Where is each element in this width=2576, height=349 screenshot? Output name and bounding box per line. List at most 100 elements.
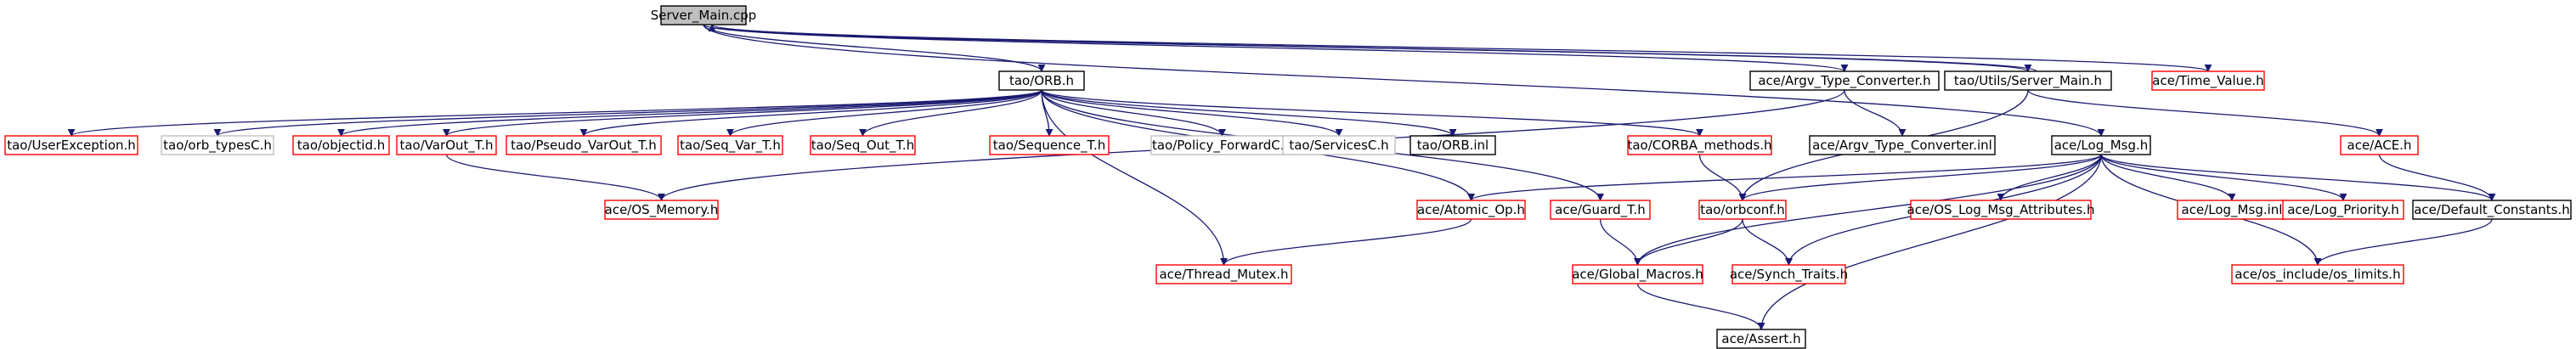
edge-line [703, 24, 1849, 72]
node-synch-traits-h[interactable]: ace/Synch_Traits.h [1730, 264, 1848, 284]
node-label: ace/Global_Macros.h [1572, 267, 1703, 283]
node-box [2282, 200, 2404, 220]
edge-line [1041, 89, 1226, 137]
node-policy-forwardc-h: tao/Policy_ForwardC.h [1150, 135, 1294, 155]
node-label: ace/OS_Memory.h [605, 202, 719, 218]
node-os-log-msg-attributes-h[interactable]: ace/OS_Log_Msg_Attributes.h [1907, 200, 2095, 220]
node-layer: Server_Main.cpp tao/ORB.h ace/Argv_Type_Co… [4, 5, 2572, 349]
node-log-msg-inl[interactable]: ace/Log_Msg.inl [2177, 200, 2287, 220]
node-box [1416, 200, 1526, 220]
node-corba-methods-h[interactable]: tao/CORBA_methods.h [1627, 135, 1772, 155]
edge-line [1738, 154, 2102, 201]
edge-line [1041, 89, 1703, 137]
node-argv-type-converter-inl[interactable]: ace/Argv_Type_Converter.inl [1809, 135, 1996, 155]
node-label: ace/Thread_Mutex.h [1159, 267, 1288, 283]
node-sequence-t-h[interactable]: tao/Sequence_T.h [989, 135, 1110, 155]
node-label: ace/Default_Constants.h [2414, 202, 2570, 218]
edge-line [1041, 89, 1457, 137]
edge-log_msg_h-to-assert_h [1757, 154, 2102, 330]
edge-tao_orb_h-to-objectid_h [337, 89, 1042, 137]
edge-line [443, 89, 1042, 137]
edge-guard_t_h-to-global_macros_h [1599, 218, 1641, 266]
node-os-memory-h[interactable]: ace/OS_Memory.h [604, 200, 719, 220]
node-box [2231, 264, 2404, 284]
node-box [660, 5, 747, 25]
node-servicesc-h: tao/ServicesC.h [1282, 135, 1396, 155]
node-label: tao/ServicesC.h [1289, 138, 1388, 153]
node-label: tao/UserException.h [7, 138, 136, 153]
node-label: tao/Pseudo_VarOut_T.h [511, 138, 657, 154]
node-default-constants-h[interactable]: ace/Default_Constants.h [2412, 200, 2572, 220]
node-log-msg-h[interactable]: ace/Log_Msg.h [2051, 135, 2151, 155]
node-box [161, 135, 274, 155]
node-ace-h[interactable]: ace/ACE.h [2340, 135, 2419, 155]
edge-utils_server_main_h-to-server_main_cpp [709, 24, 2037, 72]
node-log-priority-h[interactable]: ace/Log_Priority.h [2282, 200, 2404, 220]
node-label: ace/Time_Value.h [2152, 73, 2263, 89]
node-orb-inl[interactable]: tao/ORB.inl [1409, 135, 1496, 155]
node-argv-type-converter-h[interactable]: ace/Argv_Type_Converter.h [1749, 70, 1940, 91]
node-label: tao/ORB.h [1009, 73, 1074, 88]
edge-line [1041, 89, 1343, 137]
edge-line [1636, 283, 1765, 330]
node-varout-t-h[interactable]: tao/VarOut_T.h [396, 135, 497, 155]
node-os-limits-h[interactable]: ace/os_include/os_limits.h [2231, 264, 2404, 284]
edge-line [859, 89, 1042, 137]
node-time-value-h[interactable]: ace/Time_Value.h [2151, 70, 2265, 91]
edge-server_main_cpp-to-tao_orb_h [703, 24, 1046, 72]
edge-line [2100, 154, 2347, 201]
node-box [1749, 70, 1940, 91]
node-user-exception-h[interactable]: tao/UserException.h [4, 135, 138, 155]
edge-line [1698, 154, 1747, 201]
node-box [292, 135, 390, 155]
node-atomic-op-h[interactable]: ace/Atomic_Op.h [1416, 200, 1526, 220]
node-label: ace/Log_Msg.inl [2182, 202, 2283, 218]
node-label: tao/Sequence_T.h [993, 138, 1105, 154]
node-box [1627, 135, 1772, 155]
edge-line [579, 89, 1042, 137]
edge-line [213, 89, 1042, 137]
node-assert-h[interactable]: ace/Assert.h [1716, 329, 1806, 349]
node-pseudo-varout-t-h[interactable]: tao/Pseudo_VarOut_T.h [506, 135, 662, 155]
node-box [1910, 200, 2092, 220]
edge-ace_h-to-default_constants_h [2378, 154, 2496, 201]
edge-line [1742, 218, 1793, 266]
edge-tao_orb_h-to-servicesc_h [1041, 89, 1343, 137]
edge-log_msg_h-to-log_priority_h [2100, 154, 2347, 201]
edge-line [709, 24, 2037, 72]
edge-corba_methods_h-to-orbconf_h [1698, 154, 1747, 201]
node-tao-orb-h[interactable]: tao/ORB.h [998, 70, 1085, 91]
node-seq-var-t-h[interactable]: tao/Seq_Var_T.h [677, 135, 783, 155]
edge-tao_orb_h-to-corba_methods_h [1041, 89, 1703, 137]
node-label: tao/Policy_ForwardC.h [1152, 138, 1292, 154]
edge-log_msg_h-to-global_macros_h [1634, 154, 2102, 266]
node-objectid-h[interactable]: tao/objectid.h [292, 135, 390, 155]
node-label: tao/ORB.inl [1417, 138, 1489, 153]
node-thread-mutex-h[interactable]: ace/Thread_Mutex.h [1155, 264, 1292, 284]
node-utils-server-main-h[interactable]: tao/Utils/Server_Main.h [1944, 70, 2112, 91]
node-box [1944, 70, 2112, 91]
edge-line [1634, 154, 2102, 266]
edge-log_msg_h-to-os_log_msg_attributes_h [1997, 154, 2102, 201]
node-seq-out-t-h[interactable]: tao/Seq_Out_T.h [810, 135, 916, 155]
edge-line [2313, 218, 2493, 266]
node-label: ace/ACE.h [2347, 138, 2412, 153]
node-server-main-cpp[interactable]: Server_Main.cpp [651, 5, 757, 25]
edge-server_main_cpp-to-log_msg_h [703, 24, 2105, 137]
edge-line [703, 24, 2105, 137]
node-label: tao/VarOut_T.h [399, 138, 493, 154]
node-orbconf-h[interactable]: tao/orbconf.h [1698, 200, 1787, 220]
edge-orbconf_h-to-synch_traits_h [1742, 218, 1793, 266]
edge-line [703, 24, 1046, 72]
node-box [1282, 135, 1396, 155]
node-orb-typesc-h: tao/orb_typesC.h [161, 135, 274, 155]
node-global-macros-h[interactable]: ace/Global_Macros.h [1572, 264, 1703, 284]
edge-line [1599, 218, 1641, 266]
node-box [1716, 329, 1806, 349]
node-box [1809, 135, 1996, 155]
node-label: tao/Seq_Out_T.h [811, 138, 914, 154]
node-guard-t-h[interactable]: ace/Guard_T.h [1550, 200, 1651, 220]
node-box [1572, 264, 1703, 284]
node-label: tao/objectid.h [297, 138, 386, 153]
